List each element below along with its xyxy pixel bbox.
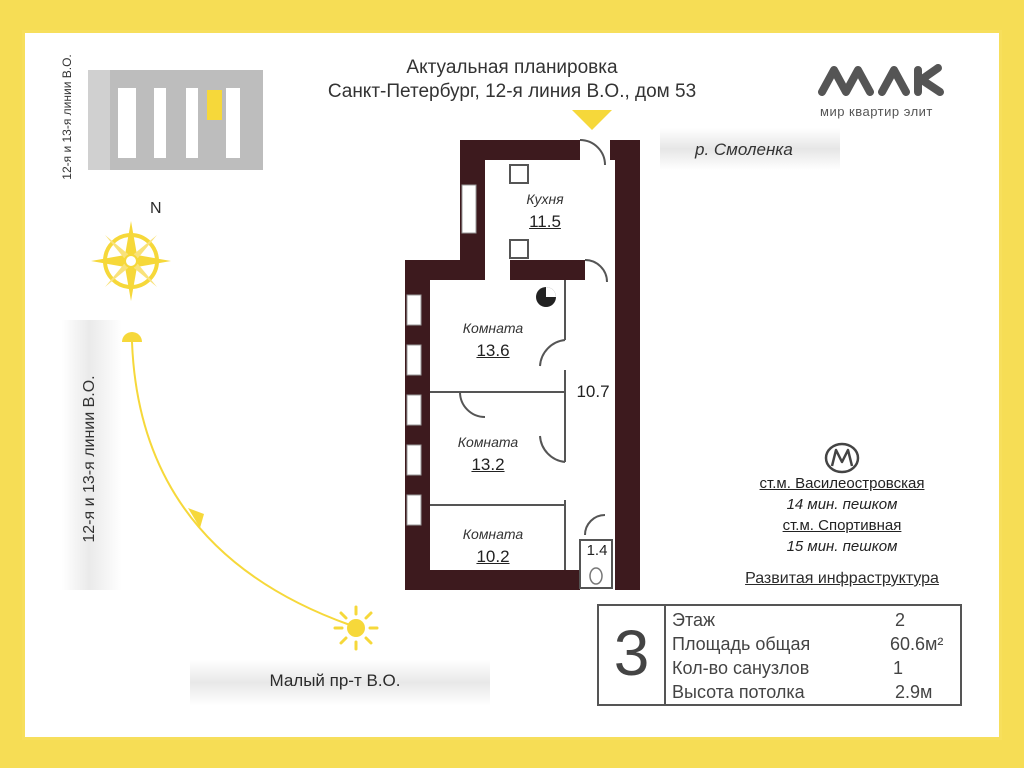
info-label-ceiling: Высота потолка (672, 682, 805, 702)
metro-time-1: 14 мин. пешком (786, 496, 898, 513)
toilet-icon (589, 567, 603, 585)
info-value-bathrooms: 1 (893, 658, 904, 678)
river-label: р. Смоленка (695, 140, 793, 159)
street-label-top-vertical: 12-я и 13-я линии В.О. (60, 54, 74, 180)
room-area-3: 10.2 (476, 547, 510, 566)
metro-icon (824, 442, 860, 474)
room-label-2: Комната (457, 434, 519, 450)
room-label-1: Комната (462, 320, 524, 336)
logo-text: мир квартир элит (820, 104, 933, 119)
metro-time-2: 15 мин. пешком (786, 538, 898, 555)
info-label-bathrooms: Кол-во санузлов (672, 658, 810, 678)
rooms-count: 3 (613, 617, 650, 689)
sun-icon (333, 605, 379, 651)
infrastructure-label: Развитая инфраструктура (745, 570, 939, 587)
compass-north-label: N (150, 200, 162, 217)
street-label-left-vertical: 12-я и 13-я линии В.О. (81, 375, 98, 543)
compass-rose-icon (91, 221, 171, 301)
entrance-arrow-icon (572, 110, 612, 130)
metro-station-1: ст.м. Василеостровская (759, 475, 925, 492)
info-label-floor: Этаж (672, 610, 716, 630)
location-minimap (88, 70, 263, 170)
info-box (597, 604, 962, 706)
info-value-ceiling: 2.9м (895, 682, 933, 702)
room-label-3: Комната (462, 526, 524, 542)
title-line-1: Актуальная планировка (406, 57, 618, 78)
floor-plan (405, 139, 640, 590)
info-value-area: 60.6м² (890, 634, 944, 654)
river-band (660, 128, 840, 170)
street-band-bottom (190, 660, 490, 706)
room-label-kitchen: Кухня (526, 191, 564, 207)
title-line-2: Санкт-Петербург, 12-я линия В.О., дом 53 (327, 81, 697, 102)
room-area-1: 13.6 (476, 341, 510, 360)
metro-station-2: ст.м. Спортивная (782, 517, 902, 534)
corridor-area: 10.7 (576, 382, 610, 401)
sun-path (122, 332, 351, 626)
sun-rise-icon (122, 332, 142, 342)
mk-logo-icon (818, 64, 944, 96)
info-box-divider (664, 604, 666, 706)
room-area-kitchen: 11.5 (529, 212, 561, 231)
street-band-left (62, 320, 122, 590)
sun-path-arrow-icon (188, 508, 204, 528)
info-label-area: Площадь общая (672, 634, 811, 654)
street-label-bottom: Малый пр-т В.О. (269, 671, 401, 690)
info-value-floor: 2 (895, 610, 906, 630)
room-area-2: 13.2 (471, 455, 505, 474)
bathroom-area: 1.4 (586, 542, 608, 559)
